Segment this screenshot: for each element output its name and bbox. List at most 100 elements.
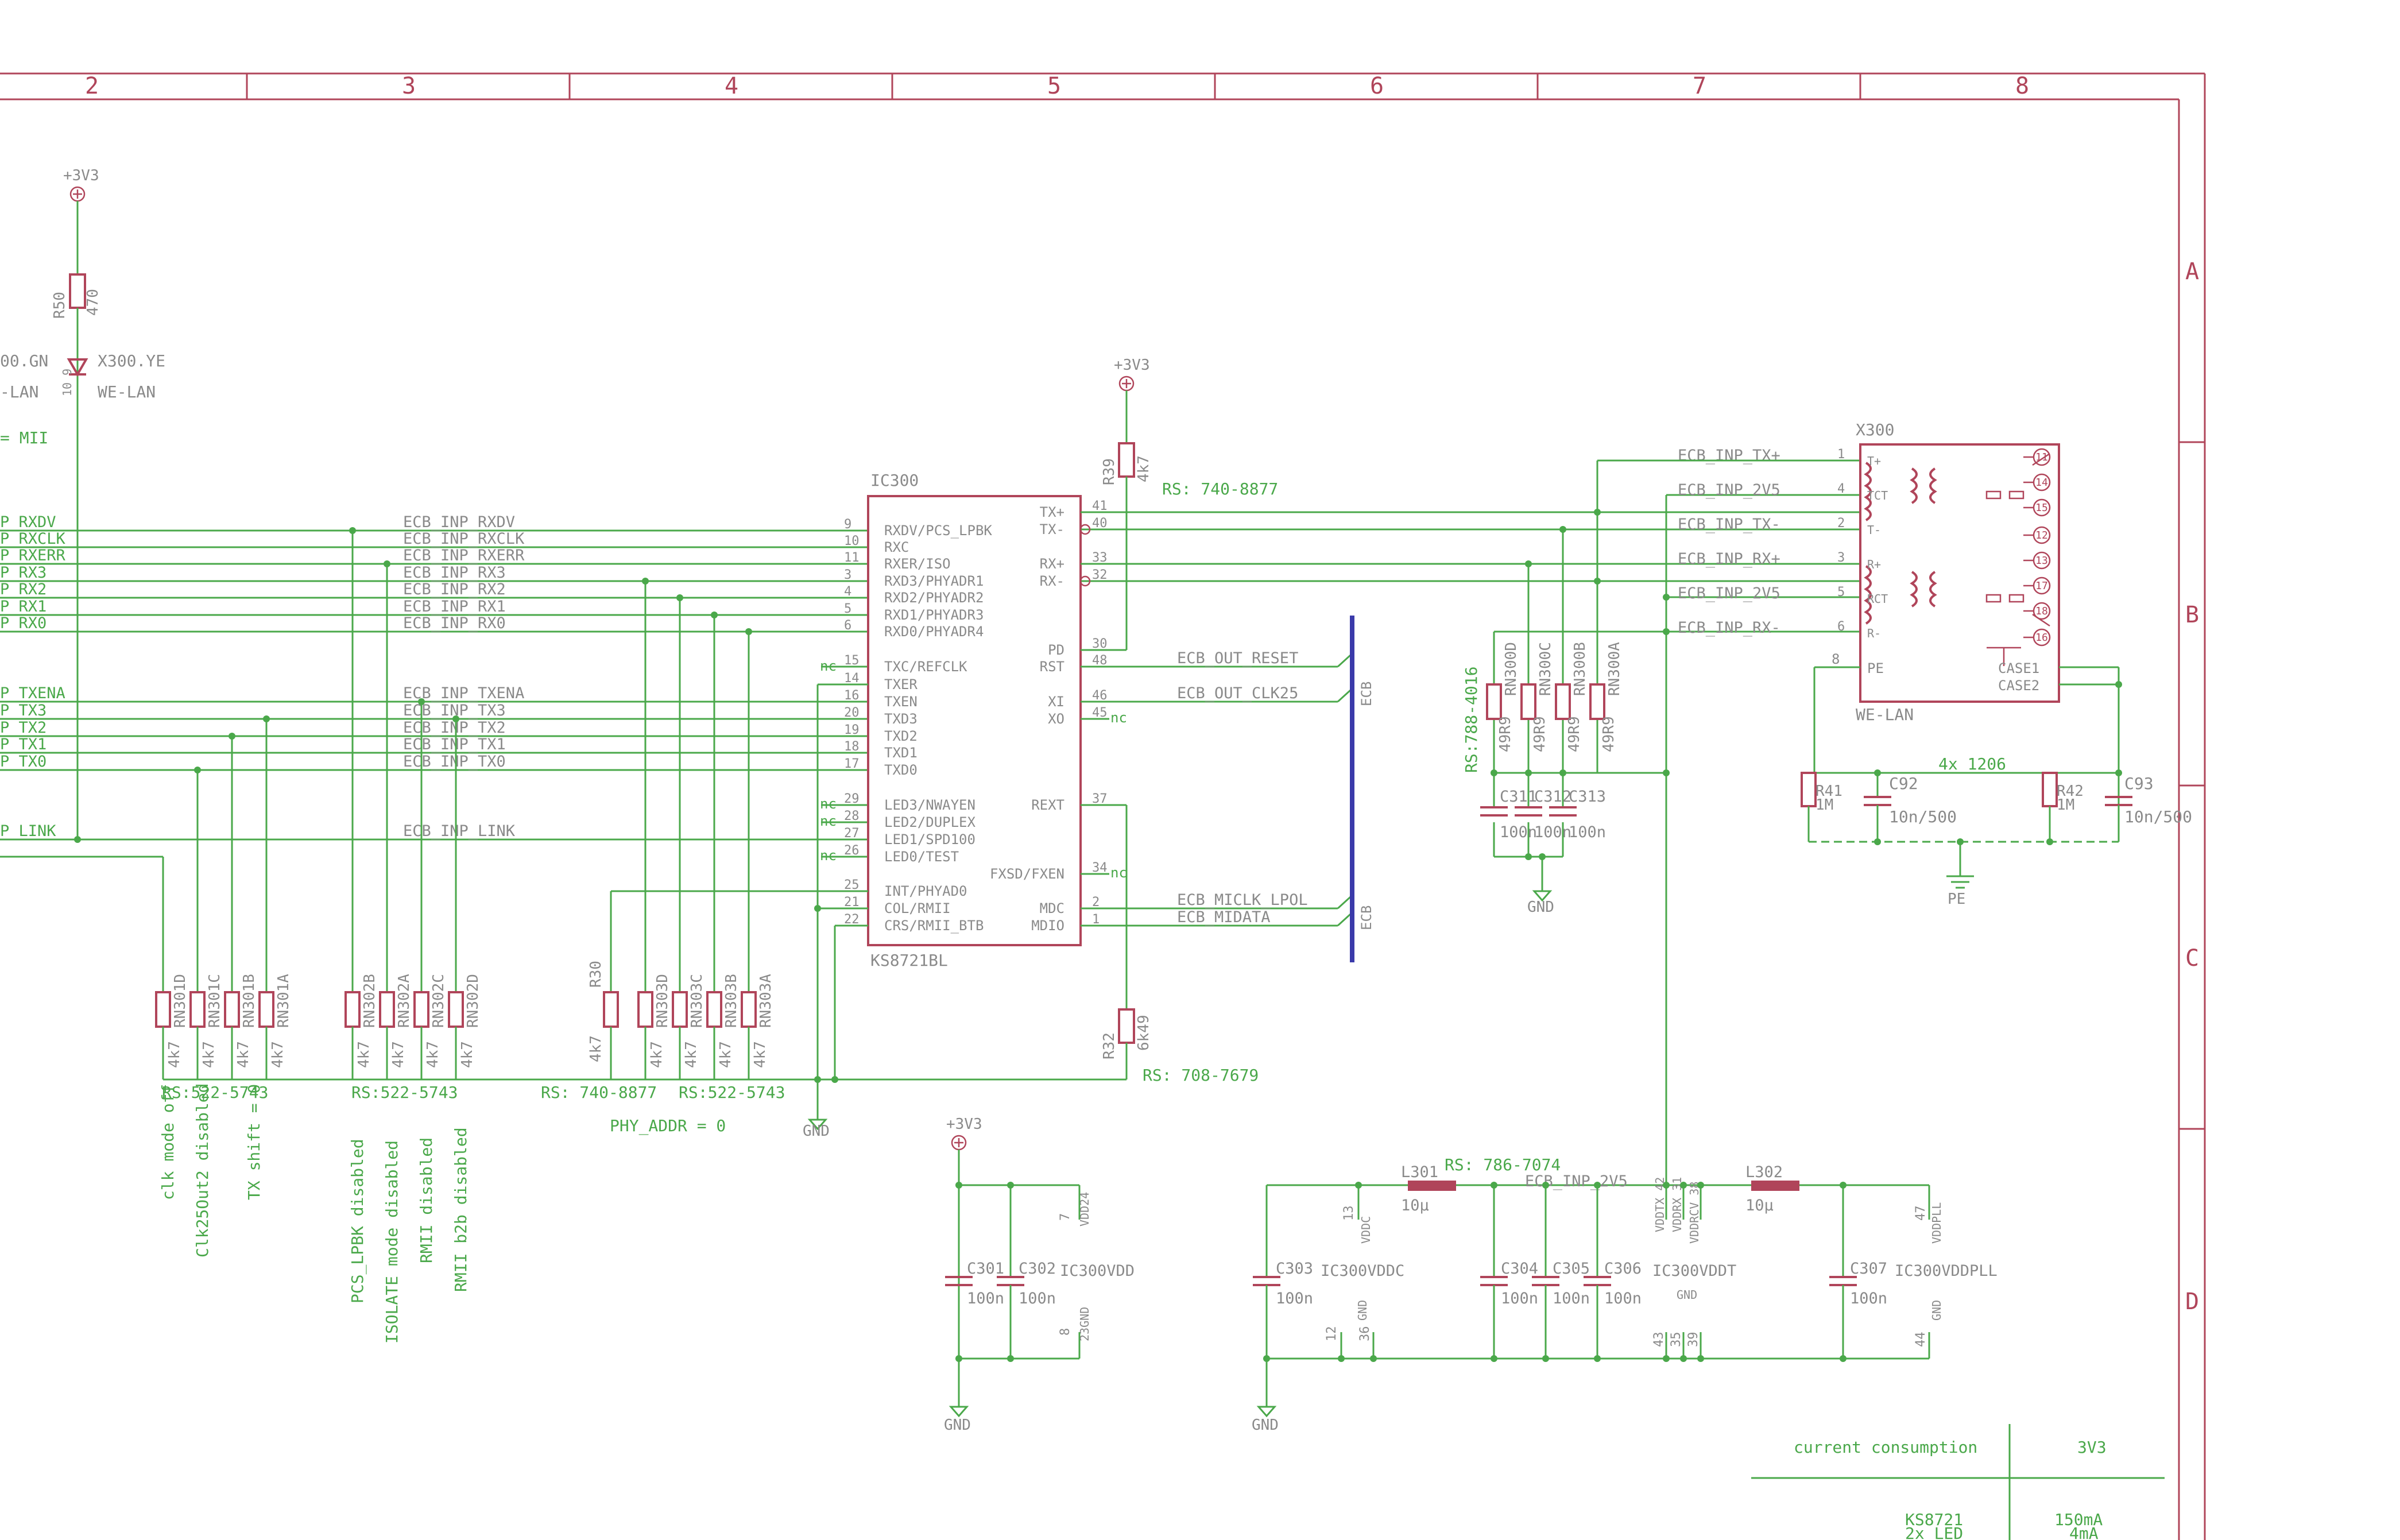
junction-dot <box>74 836 81 843</box>
junction-dot <box>418 698 425 705</box>
rn301-resistor <box>224 991 240 1028</box>
rn301-rs-label: RS:522-5743 <box>162 1083 268 1102</box>
net-out-reset: ECB_OUT_RESET <box>1177 649 1298 667</box>
rn300-value: 49R9 <box>1531 716 1549 752</box>
ic300-pin-number: 14 <box>844 671 860 686</box>
rn303-ref: RN303D <box>654 974 671 1028</box>
net-ecb-tx0: ECB_INP_TX0 <box>403 753 506 771</box>
l301-value: 10µ <box>1401 1197 1429 1214</box>
junction-dot <box>1007 1182 1014 1189</box>
rn300-value: 49R9 <box>1566 716 1583 752</box>
l301-inductor <box>1408 1181 1456 1191</box>
consumption-led: 2x LED <box>1905 1524 1963 1540</box>
gnd-term-label: GND <box>1527 899 1554 916</box>
junction-dot <box>1370 1355 1377 1362</box>
r42-value: 1M <box>2057 796 2074 814</box>
c305-ref: C305 <box>1553 1260 1590 1278</box>
ic300-pin-name: LED0/TEST <box>884 849 959 865</box>
ic300-pin-number: 19 <box>844 723 860 737</box>
ic300-pin-name: LED3/NWAYEN <box>884 797 976 813</box>
c303-value: 100n <box>1276 1290 1313 1307</box>
led-pin-numbers: 10 9 <box>60 369 74 396</box>
ic300-pin-name: TXEN <box>884 694 918 710</box>
net-left-rx0: P_RX0 <box>0 614 47 632</box>
r39-ref: R39 <box>1101 458 1118 485</box>
junction-dot <box>452 715 459 722</box>
c92-ref: C92 <box>1889 774 1918 793</box>
c313-capacitor <box>1549 806 1577 817</box>
ic300-pin-name: TXD2 <box>884 728 918 744</box>
ic300-pin-number: 46 <box>1092 688 1108 703</box>
junction-dot <box>1680 1182 1687 1189</box>
x300-contact-number: 18 <box>2035 605 2048 617</box>
junction-dot <box>2115 681 2122 688</box>
net-ecb-tx1: ECB_INP_TX1 <box>403 736 506 753</box>
xo-nc-label: nc <box>1110 710 1127 726</box>
x300-contact-number: 13 <box>2035 555 2048 567</box>
net-left-tx3: P_TX3 <box>0 702 47 719</box>
rn302-value: 4k7 <box>390 1041 407 1068</box>
ic300-ref: IC300 <box>870 471 919 490</box>
drawing-frame: 2 3 4 5 6 7 8 A B C D <box>0 72 2206 1540</box>
junction-dot <box>955 1182 962 1189</box>
rn303-value: 4k7 <box>717 1041 734 1068</box>
x300-body <box>1859 443 2060 703</box>
ic300-pin-number: 27 <box>844 826 860 841</box>
rn300-resistor <box>1589 683 1605 720</box>
x300-pin-number: 3 <box>1837 551 1845 565</box>
x300-contact-number: 16 <box>2035 632 2048 644</box>
ic300-pin-name: RXER/ISO <box>884 556 951 572</box>
x300-pin-number: 1 <box>1837 447 1845 462</box>
l301-rs-label: RS: 786-7074 <box>1445 1155 1561 1174</box>
vdd24-label: VDD24 <box>1078 1192 1091 1226</box>
ic300-pin-name: PD <box>1048 642 1064 658</box>
junction-dot <box>349 527 356 534</box>
r42-resistor <box>2042 772 2058 807</box>
note-rmii: RMII disabled <box>417 1137 436 1263</box>
ic300-vdd-label: IC300VDD <box>1060 1262 1135 1280</box>
x300-pin-name: TCT <box>1867 489 1888 502</box>
junction-dot <box>1491 769 1497 776</box>
rx-secondary-icon <box>1910 571 1937 608</box>
ic300-pin-number: 18 <box>844 740 860 754</box>
net-left-rx2: P_RX2 <box>0 581 47 598</box>
c93-value: 10n/500 <box>2124 807 2192 826</box>
pin12-label: 12 <box>1325 1326 1339 1342</box>
ic300-pin-name: MDIO <box>1031 918 1064 934</box>
rn303-ref: RN303A <box>757 974 775 1028</box>
ic300-pin-number: 1 <box>1092 912 1100 927</box>
r50-ref: R50 <box>51 292 68 319</box>
frame-row-D: D <box>2185 1289 2199 1315</box>
ic300-pin-number: 20 <box>844 706 860 720</box>
ic300-pin-name: XO <box>1048 711 1064 727</box>
junction-dot <box>1663 769 1670 776</box>
c311-ref: C311 <box>1500 788 1537 806</box>
c306-value: 100n <box>1604 1290 1642 1307</box>
junction-dot <box>1355 1182 1362 1189</box>
r50-value: 470 <box>84 289 102 316</box>
r42-ref: R42 <box>2057 783 2084 800</box>
rn300-ref: RN300A <box>1606 642 1623 696</box>
ic300-pin-number: 6 <box>844 618 851 633</box>
rn302-ref: RN302D <box>464 974 482 1028</box>
x300-pin-name: R- <box>1867 626 1881 640</box>
ic300-pin-name: RXC <box>884 539 909 555</box>
pin7-label: 7 <box>1058 1213 1073 1221</box>
r32-ref: R32 <box>1101 1032 1118 1059</box>
x300-pin-number: 4 <box>1837 482 1845 496</box>
c311-capacitor <box>1480 806 1508 817</box>
net-left-rxerr: P_RXERR <box>0 547 66 564</box>
ic300-pin-name: TXER <box>884 676 918 692</box>
ic300-pin-name: CRS/RMII_BTB <box>884 918 984 934</box>
r30-resistor <box>603 991 619 1028</box>
net-ecb-link: ECB_INP_LINK <box>403 822 516 840</box>
r30-ref: R30 <box>587 961 605 988</box>
x300-pin-number: 5 <box>1837 585 1845 599</box>
junction-dot <box>1542 1182 1549 1189</box>
ic300-pin-number: 32 <box>1092 568 1108 582</box>
junction-dot <box>1874 769 1881 776</box>
frame-col-8: 8 <box>2015 73 2029 99</box>
frame-row-B: B <box>2185 602 2199 628</box>
